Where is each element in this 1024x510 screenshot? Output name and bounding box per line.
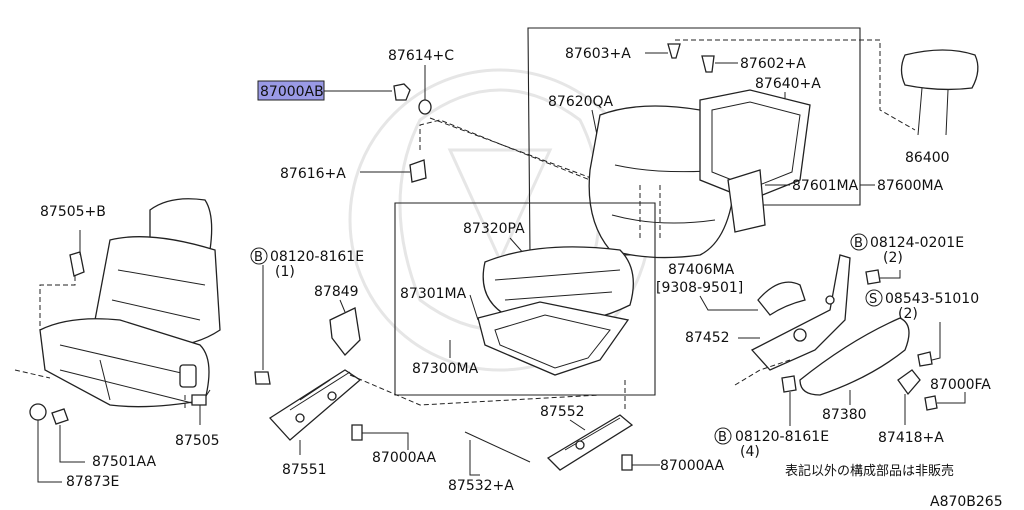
nut-87614C	[418, 99, 432, 115]
knob-87418A	[897, 369, 921, 396]
bolt3-prefix: B	[718, 430, 727, 445]
bolt-08124	[865, 269, 881, 285]
assembled-seat-illustration	[39, 198, 221, 408]
bolt-callout-08120-1: B	[250, 247, 268, 265]
bolt-87000AA-b	[621, 454, 633, 471]
label-87640A: 87640+A	[755, 76, 821, 92]
label-87000AA-a: 87000AA	[372, 450, 437, 466]
clip-87505	[191, 394, 207, 406]
cushion-frame-87301MA	[477, 301, 630, 376]
label-87418A: 87418+A	[878, 430, 944, 446]
bolt-callout-08124: B	[850, 233, 868, 251]
label-87452: 87452	[685, 330, 730, 346]
label-87603A: 87603+A	[565, 46, 631, 62]
label-87000AA-b: 87000AA	[660, 458, 725, 474]
seatback-cover-87620QA	[588, 105, 736, 259]
label-9308-9501: [9308-9501]	[656, 280, 743, 296]
bolt2-prefix: B	[854, 236, 863, 251]
bolt1-prefix: B	[254, 250, 263, 265]
clip-87603A	[667, 43, 681, 59]
label-08124-0201E: 08124-0201E	[870, 235, 964, 251]
clip-87602A	[701, 55, 715, 73]
screw-callout-08543: S	[865, 289, 883, 307]
screw-87000FA	[924, 395, 938, 411]
label-87000AB[interactable]: 87000AB	[260, 84, 324, 100]
label-87600MA: 87600MA	[877, 178, 944, 194]
label-08543-51010: 08543-51010	[885, 291, 979, 307]
headrest-86400	[900, 49, 979, 136]
label-87616A: 87616+A	[280, 166, 346, 182]
label-87301MA: 87301MA	[400, 286, 467, 302]
label-87532A: 87532+A	[448, 478, 514, 494]
label-87602A: 87602+A	[740, 56, 806, 72]
seatback-frame-87640A	[699, 89, 811, 233]
figure-code: A870B265	[930, 494, 1003, 510]
seat-cushion-group-frame	[394, 202, 656, 396]
label-qty-4: (4)	[740, 444, 760, 460]
rail-87551	[269, 369, 362, 441]
label-87873E: 87873E	[66, 474, 119, 490]
label-87849: 87849	[314, 284, 359, 300]
label-87552: 87552	[540, 404, 585, 420]
label-87501AA: 87501AA	[92, 454, 157, 470]
screw-87501AA	[51, 408, 69, 425]
bolt-08120-1	[254, 371, 271, 385]
label-87320PA: 87320PA	[463, 221, 525, 237]
label-87505B: 87505+B	[40, 204, 106, 220]
label-86400: 86400	[905, 150, 950, 166]
cover-87380	[799, 317, 910, 396]
label-87614C: 87614+C	[388, 48, 454, 64]
bolt-87000AB	[393, 83, 411, 101]
bolt-08120-4	[781, 375, 797, 393]
bracket-87849	[329, 307, 361, 356]
label-qty-2: (2)	[883, 250, 903, 266]
label-08120-8161E-2: 08120-8161E	[735, 429, 829, 445]
screw-08543	[917, 351, 933, 367]
lever-87406MA	[757, 281, 806, 316]
label-87620QA: 87620QA	[548, 94, 614, 110]
screw-prefix: S	[869, 292, 877, 307]
cushion-cover-87320PA	[482, 246, 634, 325]
label-87300MA: 87300MA	[412, 361, 479, 377]
clip-87505B	[69, 251, 85, 277]
label-qty-1: (1)	[275, 264, 295, 280]
label-87406MA: 87406MA	[668, 262, 735, 278]
cap-87873E	[29, 403, 47, 421]
label-87601MA: 87601MA	[792, 178, 859, 194]
bolt-callout-08120-2: B	[714, 427, 732, 445]
label-87551: 87551	[282, 462, 327, 478]
rail-87552	[546, 414, 634, 471]
label-qty-3: (2)	[898, 306, 918, 322]
label-08120-8161E-1: 08120-8161E	[270, 249, 364, 265]
clip-87616A	[409, 159, 427, 183]
recliner-87452	[750, 254, 851, 371]
bolt-87000AA-a	[351, 424, 363, 441]
label-87000FA: 87000FA	[930, 377, 991, 393]
label-87505: 87505	[175, 433, 220, 449]
note-not-sold-separately: 表記以外の構成部品は非販売	[785, 463, 954, 479]
label-87380: 87380	[822, 407, 867, 423]
